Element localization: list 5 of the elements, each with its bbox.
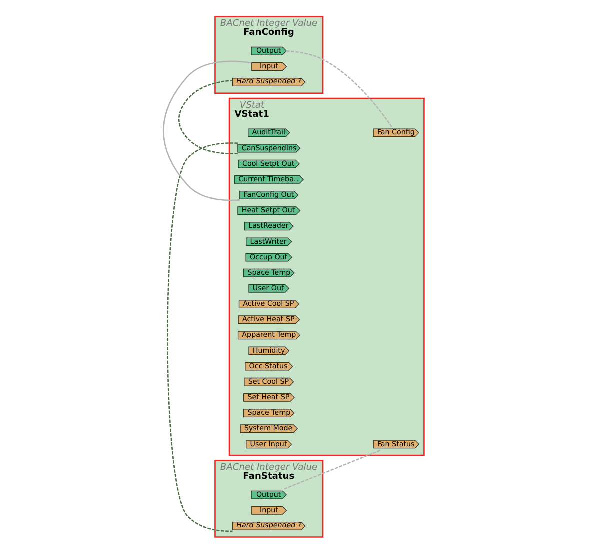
connector: [284, 450, 382, 490]
connector: [286, 50, 392, 128]
connector: [162, 60, 252, 202]
connector: [178, 80, 238, 154]
connector: [167, 142, 238, 532]
